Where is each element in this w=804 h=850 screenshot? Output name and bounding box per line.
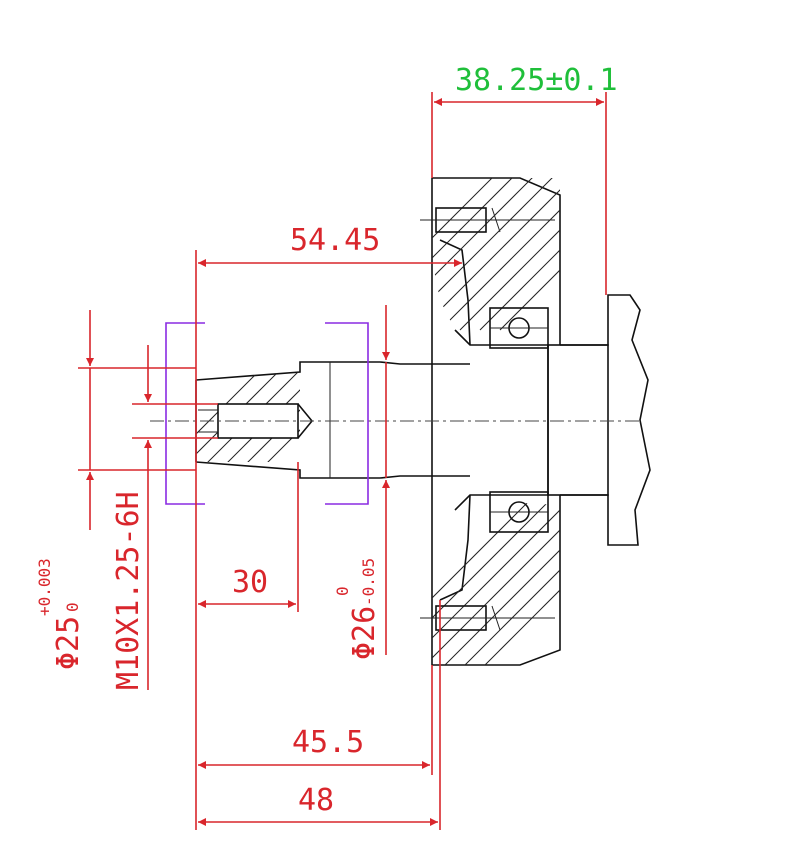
housing-hatch-top [432,178,560,331]
label-38-25: 38.25±0.1 [455,63,618,98]
label-45-5: 45.5 [292,725,364,760]
label-30: 30 [232,565,268,600]
label-d26-tol-lower: -0.05 [359,558,378,606]
label-d25: Φ25 [51,616,86,670]
label-48: 48 [298,783,334,818]
bearing-bottom [489,491,549,533]
label-d26-group: Φ26 0 -0.05 [333,558,382,660]
label-d26: Φ26 [347,606,382,660]
label-d25-group: Φ25 +0.003 0 [35,558,86,670]
label-d25-tol-lower: 0 [63,602,82,612]
housing-outline [431,177,651,666]
label-m10-group: M10X1.25-6H [111,491,146,690]
bolt-bottom [420,605,555,631]
label-m10: M10X1.25-6H [111,491,146,690]
tolerance-box [165,322,369,505]
label-54-45: 54.45 [290,223,380,258]
housing-hatch-bottom [432,489,560,665]
bolt-top [420,207,555,233]
bearing-top [489,307,549,349]
label-d25-tol-upper: +0.003 [35,558,54,616]
label-d26-tol-upper: 0 [333,586,352,596]
